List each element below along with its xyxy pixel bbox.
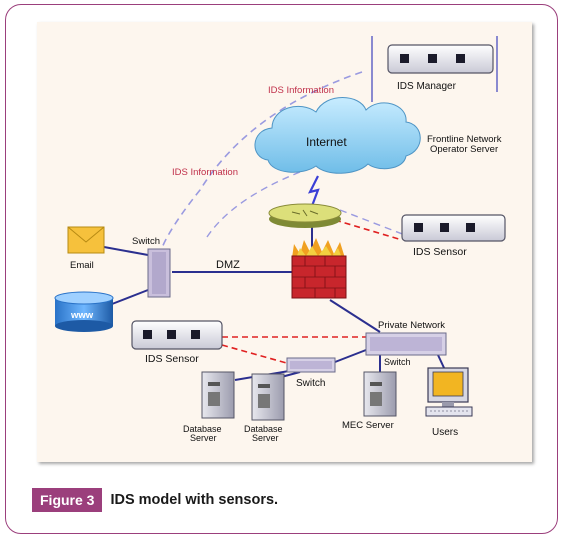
- www-label: www: [70, 310, 94, 321]
- figure-caption-text: IDS model with sensors.: [110, 492, 279, 508]
- ids-info-arc-inner: [204, 171, 301, 241]
- dmz-label: DMZ: [216, 259, 240, 271]
- figure-caption: Figure 3 IDS model with sensors.: [32, 488, 278, 512]
- database-server-2-icon: [251, 373, 285, 421]
- db-server-1-label-b: Server: [190, 433, 217, 443]
- mec-server-icon: [363, 371, 397, 417]
- switch-switch-link: [334, 349, 367, 363]
- ids-sensor-right-device: [401, 214, 506, 242]
- db-server-2-label-b: Server: [252, 433, 279, 443]
- frontline-label-2: Operator Server: [430, 144, 498, 155]
- network-diagram: IDS Manager IDS Information IDS Informat…: [54, 36, 506, 443]
- internet-label: Internet: [306, 135, 347, 149]
- switch-private-device: [365, 332, 447, 356]
- switch-mid-label: Switch: [296, 378, 325, 389]
- ids-info-label-top: IDS Information: [268, 85, 334, 96]
- sensor-tap-switch: [221, 344, 291, 365]
- email-link: [103, 246, 149, 256]
- ids-sensor-right-label: IDS Sensor: [413, 246, 467, 258]
- ids-sensor-left-label: IDS Sensor: [145, 353, 199, 365]
- private-network-label: Private Network: [378, 320, 445, 331]
- database-server-1-icon: [201, 371, 235, 419]
- firewall-private-link: [329, 299, 381, 333]
- users-label: Users: [432, 427, 458, 438]
- email-label: Email: [70, 260, 94, 271]
- switch-right-label: Switch: [384, 357, 411, 367]
- switch-mid-device: [286, 357, 336, 373]
- router-device: [268, 203, 342, 228]
- lightning-bolt-icon: [307, 175, 320, 207]
- internet-cloud: [254, 97, 421, 174]
- db-server-2-label-a: Database: [244, 424, 283, 434]
- firewall-icon: [291, 238, 347, 299]
- users-workstation-icon: [425, 367, 473, 417]
- sensor-tap-right: [334, 219, 403, 241]
- www-link: [111, 289, 149, 305]
- switch-left-label: Switch: [132, 236, 160, 247]
- sensor-info-link: [339, 209, 406, 236]
- email-icon: [67, 226, 105, 254]
- frontline-label-1: Frontline Network: [427, 134, 502, 145]
- mec-server-label: MEC Server: [342, 420, 394, 431]
- db-server-1-label-a: Database: [183, 424, 222, 434]
- switch-left-device: [147, 248, 171, 298]
- ids-info-arc-outer: [157, 71, 363, 263]
- ids-info-label-mid: IDS Information: [172, 167, 238, 178]
- ids-manager-label: IDS Manager: [397, 81, 457, 92]
- figure-badge: Figure 3: [32, 488, 103, 512]
- www-database-icon: [54, 291, 114, 332]
- ids-manager-device: [387, 44, 494, 74]
- ids-sensor-left-device: [131, 320, 223, 350]
